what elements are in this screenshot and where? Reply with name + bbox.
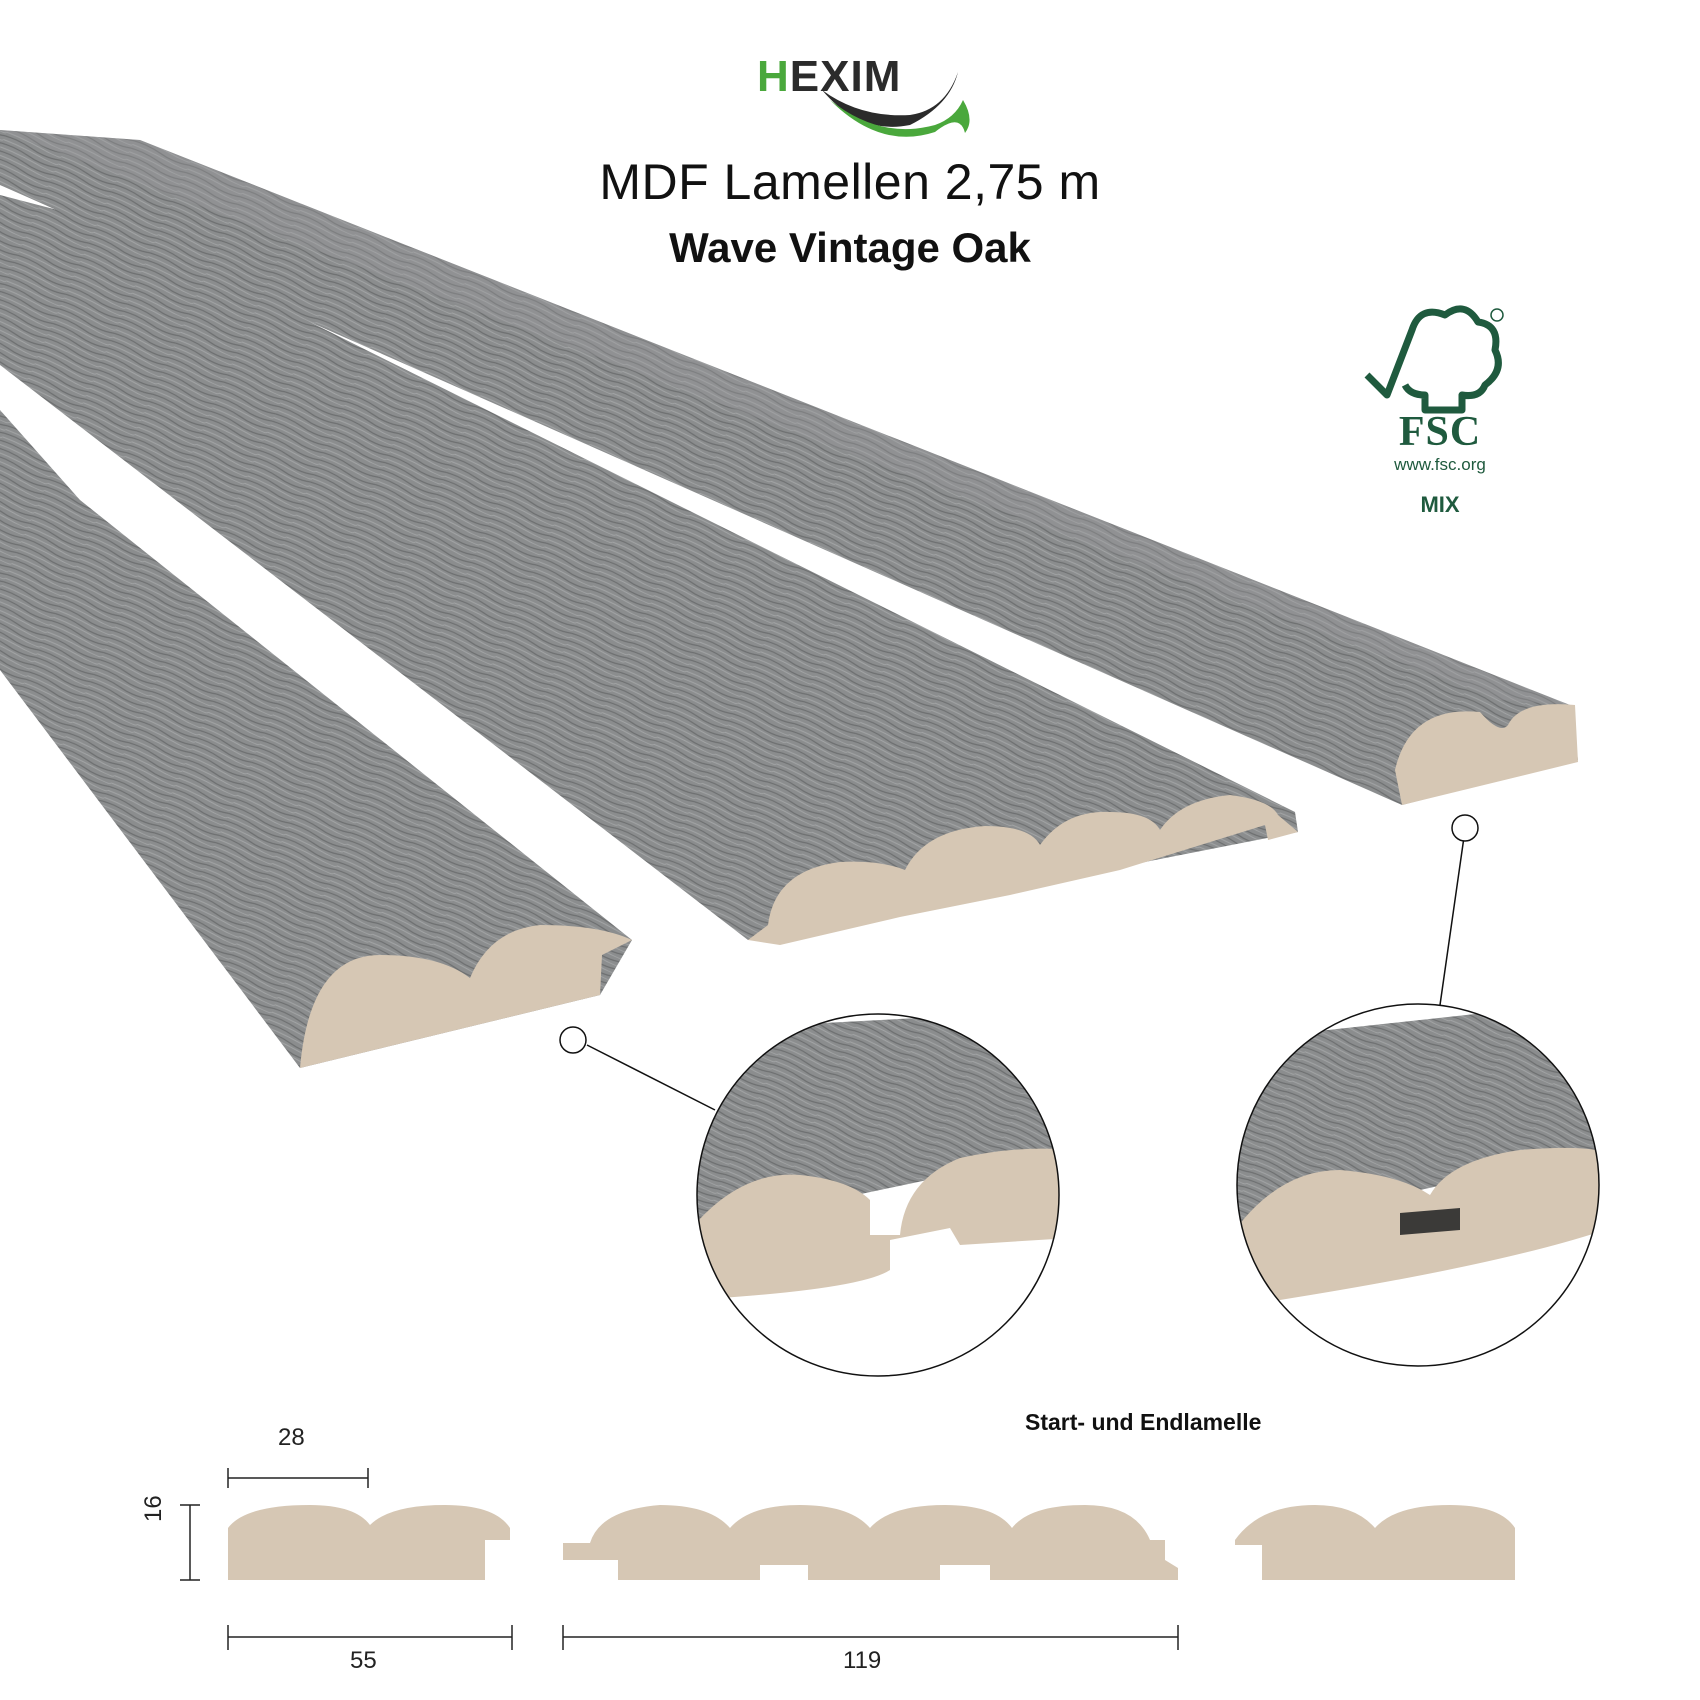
profile-middle	[563, 1505, 1178, 1580]
logo-swoosh	[822, 72, 970, 137]
plank-middle	[0, 195, 1298, 945]
fsc-url: www.fsc.org	[1394, 455, 1486, 474]
detail-circle-right	[1237, 1004, 1599, 1366]
fsc-tree-icon	[1364, 305, 1504, 414]
page-subtitle: Wave Vintage Oak	[669, 224, 1031, 271]
detail-circle-left	[697, 1014, 1059, 1376]
fsc-logo-text: FSC	[1398, 409, 1482, 455]
profile-end	[1235, 1505, 1515, 1580]
profile-label: Start- und Endlamelle	[1025, 1409, 1262, 1435]
plank-start	[0, 410, 632, 1068]
page-title: MDF Lamellen 2,75 m	[599, 154, 1101, 210]
dimension-width-start: 55	[350, 1647, 377, 1674]
plank-start-end	[0, 130, 1578, 805]
dimension-lines	[180, 1468, 1179, 1650]
brand-logo: HEXIM	[757, 52, 902, 101]
dimension-width-small: 28	[278, 1424, 305, 1451]
fsc-mix-label: MIX	[1420, 492, 1460, 517]
profile-start	[228, 1505, 510, 1580]
dimension-width-middle: 119	[843, 1647, 882, 1674]
dimension-height: 16	[140, 1495, 167, 1522]
